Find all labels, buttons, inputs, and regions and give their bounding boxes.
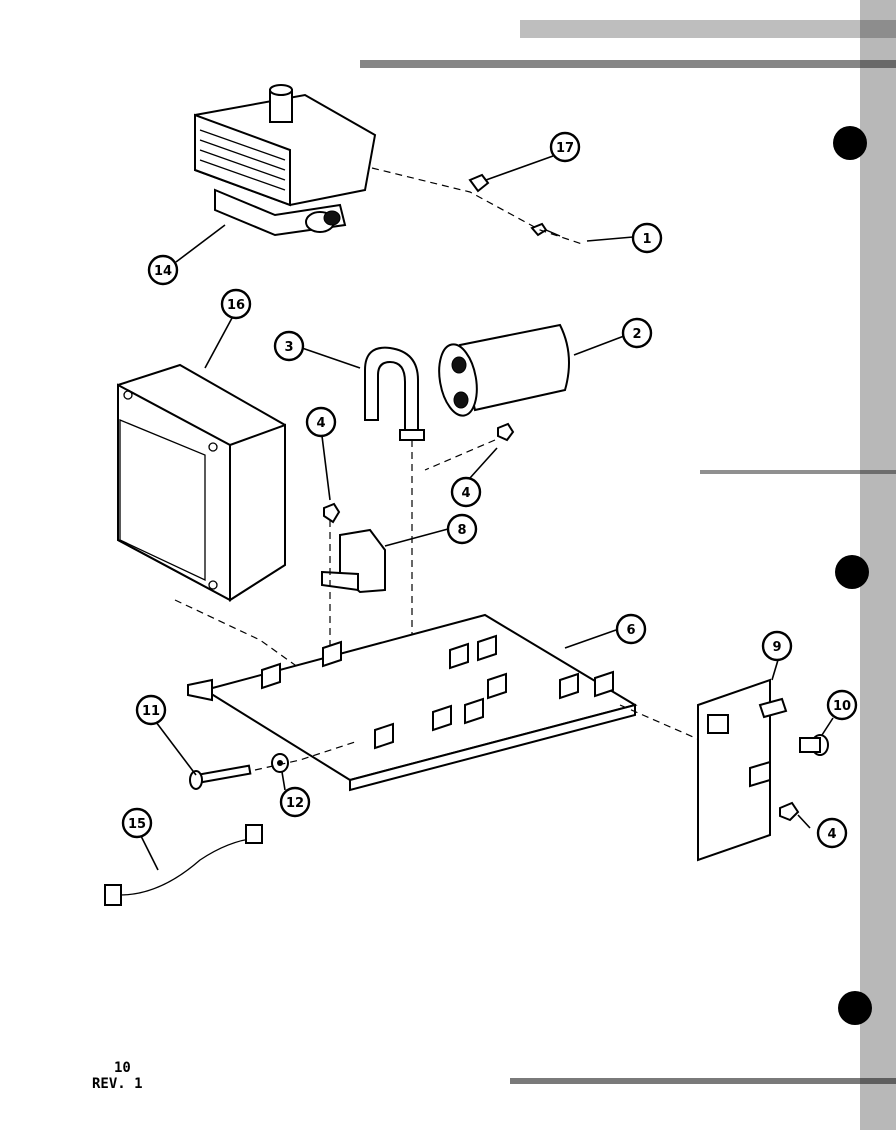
callout-1: 1 — [631, 222, 663, 254]
callout-17: 17 — [549, 131, 581, 163]
transformer-part — [117, 363, 286, 602]
alignment-line-capacitor-screw — [424, 439, 496, 471]
svg-text:3: 3 — [284, 340, 293, 355]
svg-text:14: 14 — [154, 264, 172, 279]
fuse-part — [799, 734, 829, 756]
ground-wire-part — [104, 824, 263, 906]
callout-12: 12 — [279, 786, 311, 818]
callout-8: 8 — [446, 513, 478, 545]
callout-15: 15 — [121, 807, 153, 839]
callout-4-transformer: 4 — [305, 406, 337, 438]
alignment-line-bolt — [254, 741, 356, 771]
punch-hole-middle — [835, 555, 869, 589]
callout-9: 9 — [761, 630, 793, 662]
svg-text:10: 10 — [833, 699, 851, 714]
magnetron-part — [194, 84, 377, 237]
svg-text:15: 15 — [128, 817, 146, 832]
callout-14: 14 — [147, 254, 179, 286]
capacitor-clip-part — [364, 346, 425, 441]
callout-16: 16 — [220, 288, 252, 320]
svg-text:2: 2 — [632, 327, 641, 342]
screw-4-capacitor — [497, 422, 515, 442]
callout-4-board: 4 — [816, 817, 848, 849]
callout-10: 10 — [826, 689, 858, 721]
svg-text:1: 1 — [642, 232, 651, 247]
page-footer: 10 REV. 1 — [92, 1060, 143, 1092]
terminal-board-part — [697, 678, 788, 862]
leader-lines — [140, 155, 834, 871]
svg-text:16: 16 — [227, 298, 245, 313]
svg-text:4: 4 — [827, 827, 836, 842]
screw-1 — [530, 222, 561, 237]
screw-17 — [468, 173, 490, 193]
scan-noise-top — [360, 0, 896, 1130]
svg-text:11: 11 — [142, 704, 160, 719]
punch-hole-top — [833, 126, 867, 160]
callout-6: 6 — [615, 613, 647, 645]
svg-text:17: 17 — [556, 141, 574, 156]
bolt-part — [189, 764, 252, 790]
revision-label: REV. 1 — [92, 1076, 143, 1092]
svg-text:4: 4 — [461, 486, 470, 501]
screw-4-board — [779, 801, 800, 822]
washer-part — [271, 753, 289, 773]
callout-2: 2 — [621, 317, 653, 349]
callout-11: 11 — [135, 694, 167, 726]
page-number: 10 — [114, 1060, 131, 1076]
svg-text:12: 12 — [286, 796, 304, 811]
capacitor-part — [438, 323, 570, 417]
callout-4-capacitor: 4 — [450, 476, 482, 508]
punch-hole-bottom — [838, 991, 872, 1025]
svg-text:9: 9 — [772, 640, 781, 655]
callout-3: 3 — [273, 330, 305, 362]
svg-text:6: 6 — [626, 623, 635, 638]
svg-text:4: 4 — [316, 416, 325, 431]
svg-text:8: 8 — [457, 523, 466, 538]
screw-4-transformer — [323, 502, 341, 524]
alignment-line-magnetron — [371, 167, 586, 246]
base-plate-part — [187, 613, 701, 792]
diode-bracket-part — [321, 528, 386, 594]
